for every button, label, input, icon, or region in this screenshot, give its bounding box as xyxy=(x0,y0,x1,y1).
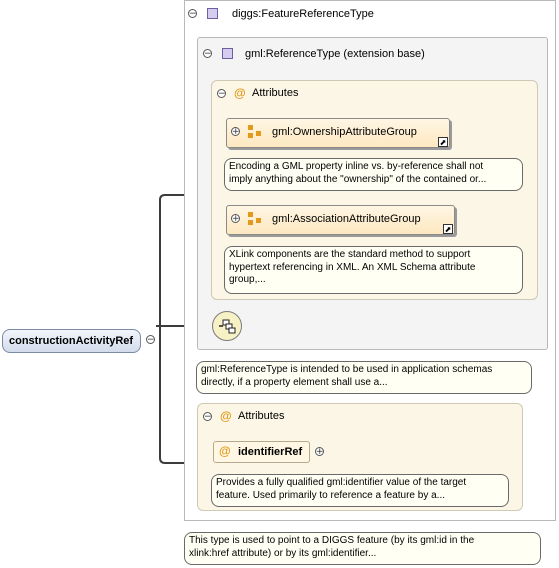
feature-type-doc: This type is used to point to a DIGGS fe… xyxy=(184,532,541,565)
expand-group-icon[interactable]: + xyxy=(231,214,240,224)
collapse-attributes-icon[interactable]: − xyxy=(203,412,212,422)
identifier-ref-doc-text: Provides a fully qualified gml:identifie… xyxy=(216,477,467,501)
inner-attributes-title: Attributes xyxy=(252,87,299,99)
attribute-group-icon xyxy=(248,125,261,138)
collapse-element-icon[interactable]: − xyxy=(146,335,155,345)
attribute-at-icon: @ xyxy=(234,86,246,100)
external-link-icon[interactable]: ⬈ xyxy=(438,137,448,147)
outer-attributes-title: Attributes xyxy=(238,410,285,422)
collapse-reference-type-icon[interactable]: − xyxy=(203,49,212,59)
external-link-icon[interactable]: ⬈ xyxy=(443,224,453,234)
feature-type-label: diggs:FeatureReferenceType xyxy=(232,8,374,20)
expand-attribute-icon[interactable]: + xyxy=(315,447,324,457)
reference-type-doc: gml:ReferenceType is intended to be used… xyxy=(196,361,532,394)
reference-type-label: gml:ReferenceType (extension base) xyxy=(245,48,425,60)
construction-activity-ref-element[interactable]: constructionActivityRef xyxy=(2,329,141,353)
association-group-doc-text: XLink components are the standard method… xyxy=(229,249,476,285)
sequence-icon xyxy=(219,319,236,334)
association-group-doc: XLink components are the standard method… xyxy=(224,246,523,294)
collapse-feature-type-icon[interactable]: − xyxy=(188,9,197,19)
attribute-at-icon: @ xyxy=(219,444,231,458)
complex-type-icon xyxy=(207,8,218,19)
collapse-attributes-icon[interactable]: − xyxy=(217,89,226,99)
identifier-ref-doc: Provides a fully qualified gml:identifie… xyxy=(211,474,509,507)
ownership-group-doc: Encoding a GML property inline vs. by-re… xyxy=(224,158,523,191)
identifier-ref-attribute[interactable] xyxy=(213,441,310,463)
element-label: constructionActivityRef xyxy=(9,335,134,347)
expand-group-icon[interactable]: + xyxy=(231,127,240,137)
reference-type-doc-text: gml:ReferenceType is intended to be used… xyxy=(201,364,493,388)
attribute-group-icon xyxy=(248,212,261,225)
connector-to-identifier xyxy=(159,340,212,464)
complex-type-icon xyxy=(222,48,233,59)
association-attribute-group[interactable] xyxy=(226,205,455,235)
association-group-label: gml:AssociationAttributeGroup xyxy=(272,213,421,225)
identifier-ref-label: identifierRef xyxy=(238,446,303,458)
ownership-group-doc-text: Encoding a GML property inline vs. by-re… xyxy=(229,161,487,185)
ownership-group-label: gml:OwnershipAttributeGroup xyxy=(272,126,417,138)
connector-to-groups xyxy=(159,194,226,340)
ownership-attribute-group[interactable] xyxy=(226,118,450,148)
attribute-at-icon: @ xyxy=(220,409,232,423)
feature-type-doc-text: This type is used to point to a DIGGS fe… xyxy=(189,535,475,559)
